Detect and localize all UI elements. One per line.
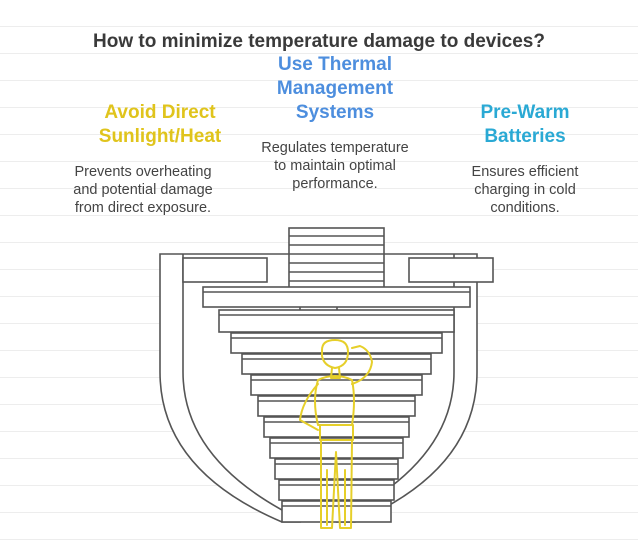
figure-hip-arm bbox=[299, 383, 319, 431]
stepped-pedestal bbox=[159, 227, 494, 523]
pedestal-step-11 bbox=[281, 500, 392, 523]
top-right-block bbox=[408, 257, 494, 283]
figure-belt bbox=[319, 424, 354, 441]
left-wing-inner bbox=[182, 254, 283, 511]
diagram-title: How to minimize temperature damage to de… bbox=[93, 31, 545, 52]
description-thermal-management: Regulates temperature to maintain optima… bbox=[261, 140, 409, 192]
figure-head bbox=[321, 339, 349, 369]
figure-torso bbox=[314, 375, 355, 426]
top-left-block bbox=[182, 257, 268, 283]
pedestal-step-10 bbox=[278, 479, 395, 501]
heading-thermal-management: Use Thermal Management Systems bbox=[276, 54, 394, 123]
description-pre-warm-batteries: Ensures efficient charging in cold condi… bbox=[471, 164, 579, 216]
description-avoid-sunlight: Prevents overheating and potential damag… bbox=[73, 164, 213, 216]
thinking-person-figure bbox=[299, 339, 373, 529]
pedestal-step-6 bbox=[257, 395, 416, 417]
figure-legs bbox=[320, 439, 353, 529]
figure-neck bbox=[330, 367, 341, 379]
figure-raised-arm bbox=[351, 345, 373, 385]
pedestal-step-4 bbox=[241, 353, 432, 375]
pedestal-step-7 bbox=[263, 416, 410, 438]
heading-pre-warm-batteries: Pre-Warm Batteries bbox=[480, 102, 570, 147]
pedestal-step-2 bbox=[218, 309, 455, 333]
pedestal-step-1 bbox=[202, 286, 471, 308]
center-pillar bbox=[288, 227, 385, 289]
pedestal-step-3 bbox=[230, 332, 443, 354]
heading-avoid-sunlight: Avoid Direct Sunlight/Heat bbox=[98, 102, 222, 147]
